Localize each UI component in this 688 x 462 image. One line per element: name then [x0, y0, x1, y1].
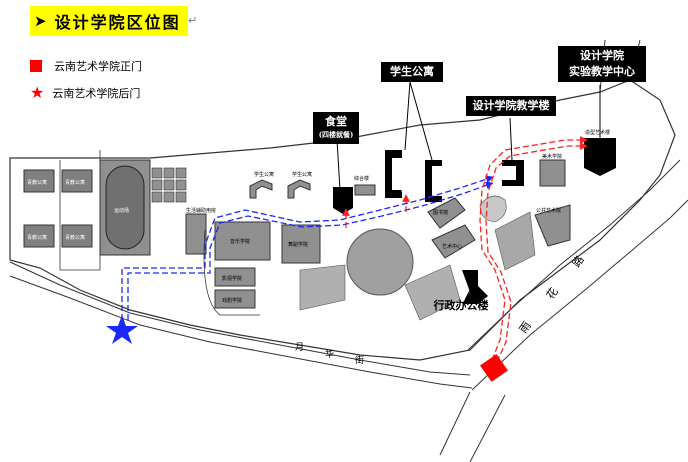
leader-dorm	[404, 81, 433, 161]
page-title: 设计学院区位图	[54, 13, 181, 32]
legend-label-main-gate: 云南艺术学院正门	[54, 60, 142, 73]
callout-center-line2: 实验教学中心	[569, 65, 635, 78]
label-theater: 戏剧学院	[222, 297, 242, 304]
main-gate-square-icon	[480, 354, 508, 382]
building-dorm-a	[385, 150, 402, 198]
road-south-char-1: 月	[295, 342, 304, 353]
return-mark-icon: ↵	[188, 14, 198, 27]
building-art	[539, 159, 566, 187]
building-admin	[462, 270, 488, 304]
building-dorm-b	[425, 160, 442, 202]
leader-canteen	[336, 139, 341, 191]
back-gate-star-icon	[106, 315, 138, 344]
south-road	[9, 261, 471, 376]
label-stadium: 运动场	[114, 207, 129, 214]
building-life-service	[185, 213, 207, 255]
courts-grid	[151, 167, 187, 203]
label-student-apt-1: 学生公寓	[254, 171, 274, 178]
label-qingjiao-3: 青教公寓	[27, 234, 47, 241]
label-student-apt-2: 学生公寓	[292, 171, 312, 178]
legend-back-gate: ★ 云南艺术学院后门	[30, 85, 140, 101]
label-dance: 舞蹈学院	[288, 241, 308, 248]
road-east-char-2: 花	[544, 285, 561, 301]
route-red	[342, 136, 588, 363]
label-qingjiao-4: 青教公寓	[65, 234, 85, 241]
label-dorm-b: 一栋	[433, 179, 443, 186]
callout-center-line1: 设计学院	[580, 49, 624, 62]
label-life-service: 生活辅助用房	[186, 207, 216, 214]
leader-admin	[464, 289, 471, 301]
building-film	[214, 267, 256, 287]
label-art-center: 艺术中心	[442, 243, 462, 250]
round-plaza	[346, 228, 414, 296]
building-qingjiao-3	[23, 224, 55, 248]
label-music: 音乐学院	[230, 238, 250, 245]
callout-canteen: 食堂 (四楼就餐)	[313, 112, 359, 144]
building-dance	[281, 224, 321, 264]
label-qingjiao-1: 青教公寓	[27, 179, 47, 186]
road-south-char-3: 街	[355, 354, 364, 366]
building-qingjiao-2	[61, 169, 93, 193]
building-art-center	[431, 224, 476, 259]
callout-center: 设计学院 实验教学中心	[558, 46, 646, 82]
building-library	[427, 197, 466, 229]
callout-canteen-title: 食堂	[325, 115, 347, 128]
label-library: 图书馆	[433, 209, 448, 216]
label-complex: 综合楼	[354, 175, 369, 182]
callout-dorm: 学生公寓	[381, 62, 443, 82]
legend-label-back-gate: 云南艺术学院后门	[52, 87, 141, 100]
leader-teaching	[509, 117, 513, 161]
building-center	[584, 138, 616, 176]
title-arrow-icon: ➤	[34, 12, 47, 30]
label-film: 影视学院	[222, 275, 242, 282]
building-public	[534, 204, 571, 247]
red-star-icon: ★	[30, 83, 45, 102]
callout-canteen-sub: (四楼就餐)	[318, 130, 354, 139]
label-dorm-a: 一栋	[396, 187, 406, 194]
building-student-apt-1	[249, 179, 273, 199]
red-square-icon	[30, 60, 42, 72]
building-qingjiao-1	[23, 169, 55, 193]
title-banner: ➤ 设计学院区位图	[30, 6, 188, 36]
block-center-left	[299, 264, 346, 311]
label-qingjiao-2: 青教公寓	[65, 179, 85, 186]
building-theater	[214, 289, 256, 309]
legend-main-gate: 云南艺术学院正门	[30, 58, 142, 74]
building-music	[214, 221, 271, 261]
road-south-char-2: 华	[325, 348, 334, 360]
callout-admin: 行政办公楼	[433, 299, 489, 312]
callout-teaching: 设计学院教学楼	[466, 96, 556, 116]
road-east-char-1: 雨	[517, 319, 534, 335]
label-art: 美术学院	[542, 153, 562, 160]
label-ceramics: 造型艺术楼	[585, 129, 610, 136]
building-qingjiao-4	[61, 224, 93, 248]
campus-boundary	[9, 79, 676, 361]
building-teaching	[502, 160, 524, 186]
building-canteen	[333, 187, 353, 214]
route-blue	[121, 175, 494, 320]
building-student-apt-2	[287, 179, 311, 199]
label-public: 公共艺术院	[536, 207, 561, 214]
